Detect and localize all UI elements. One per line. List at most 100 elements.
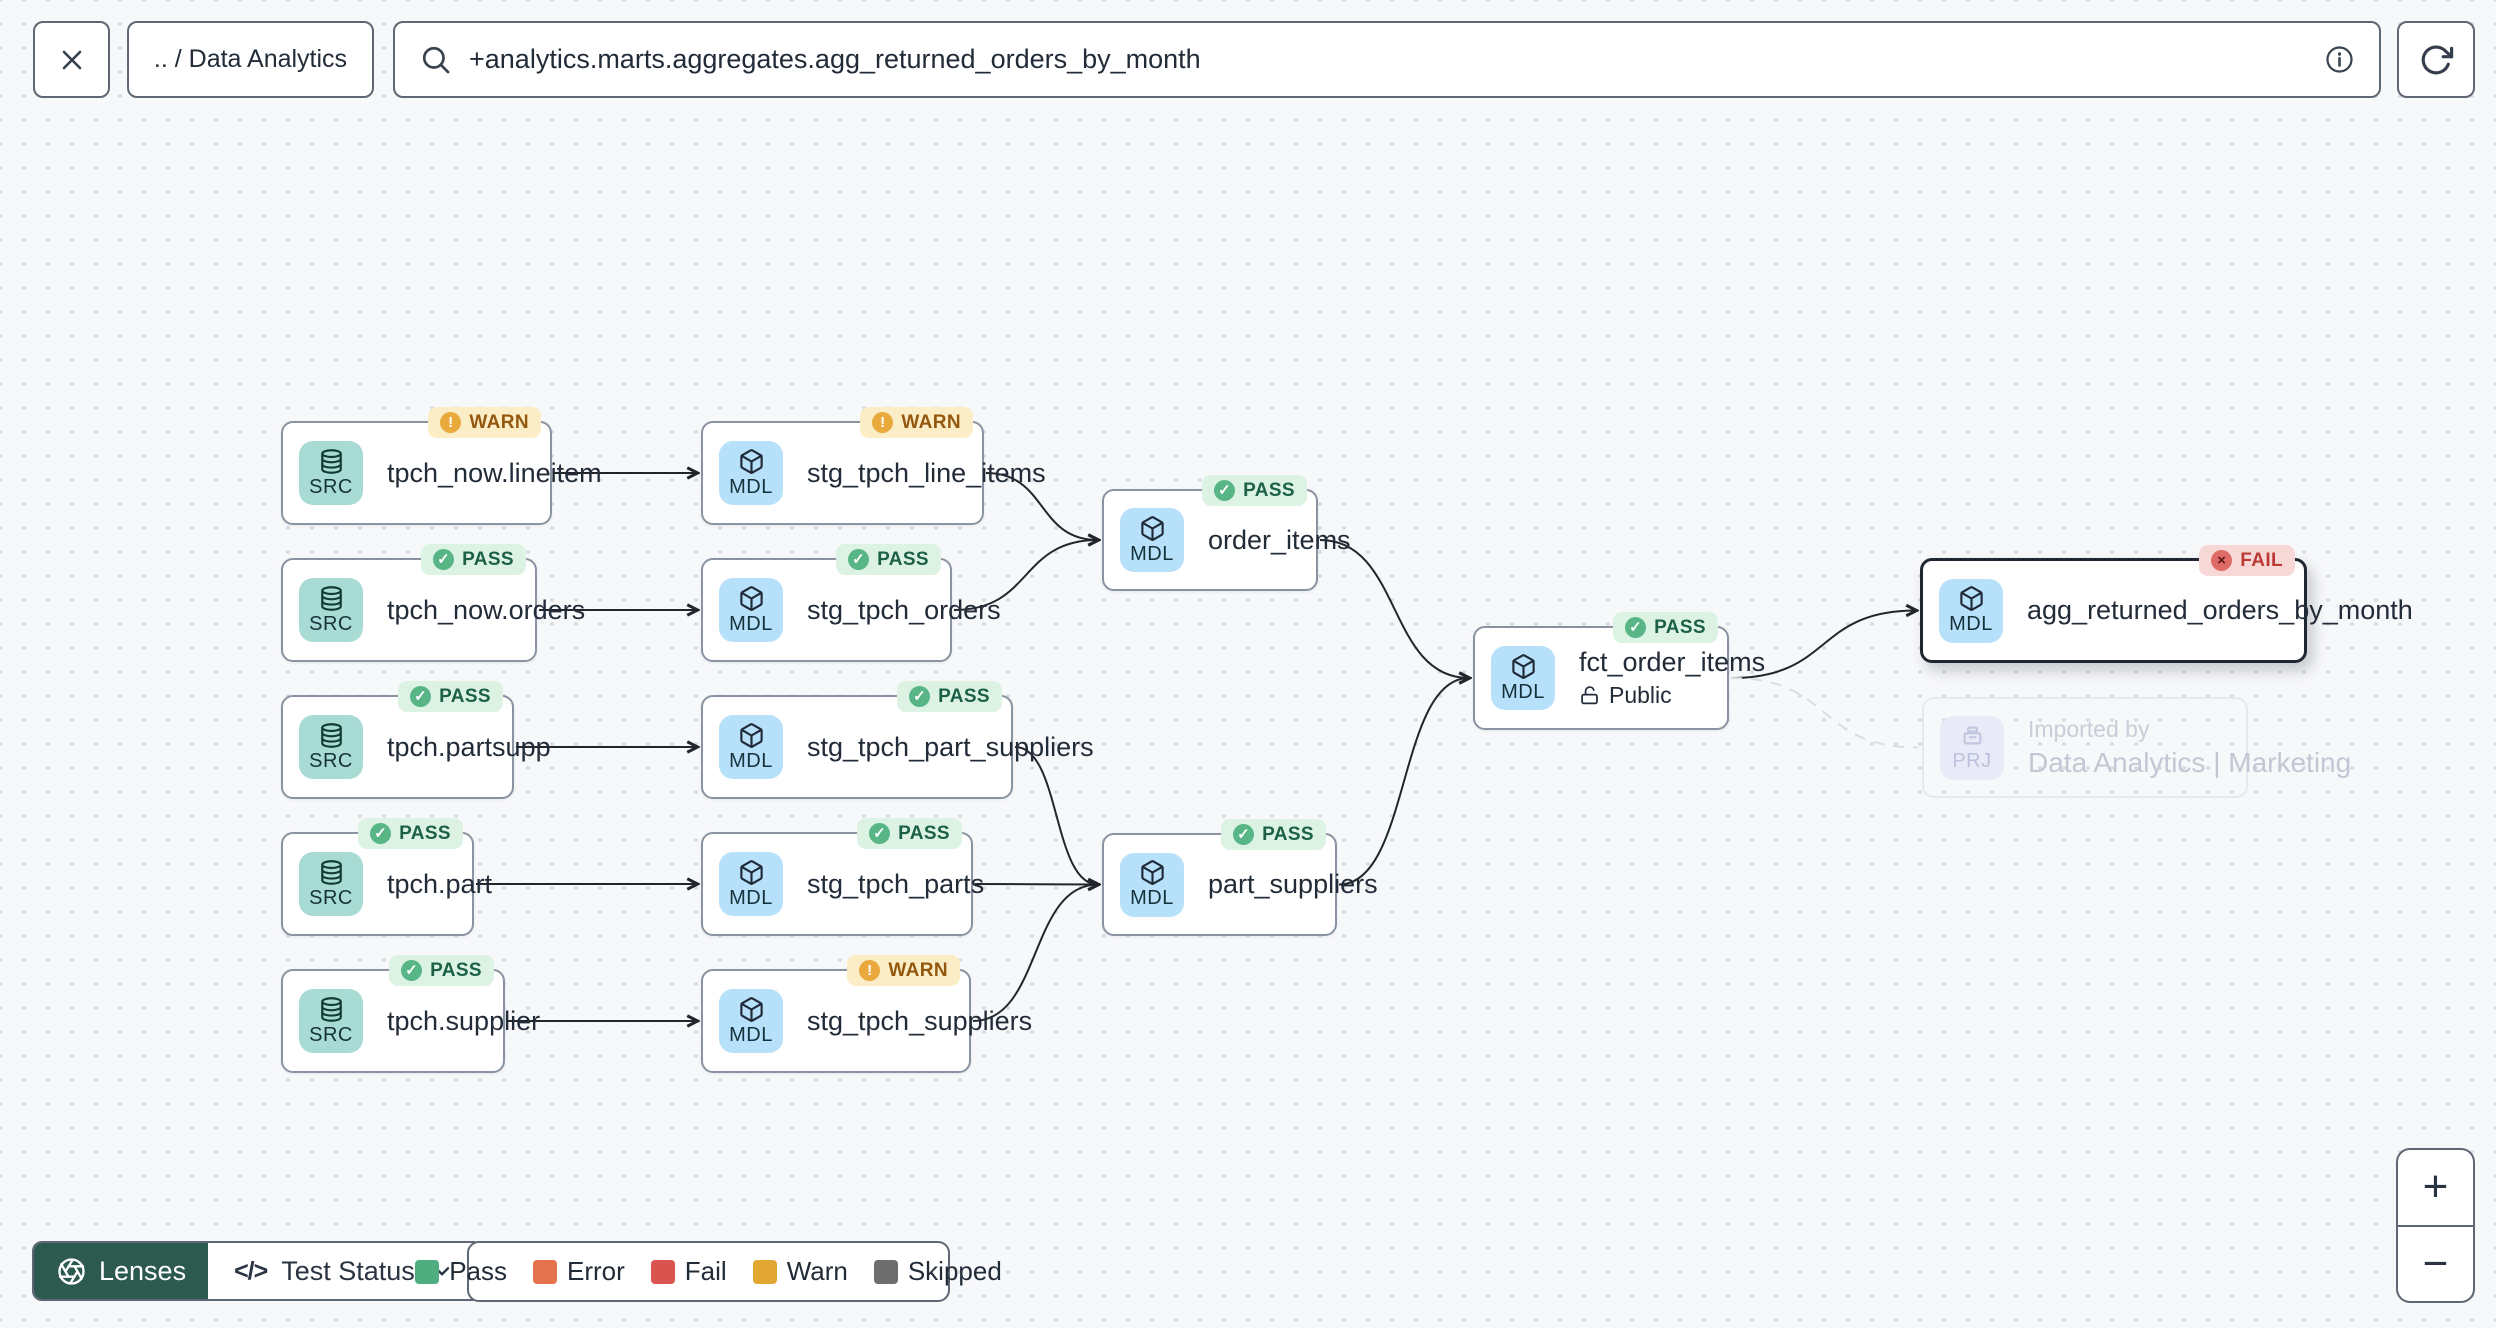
breadcrumb-label: .. / Data Analytics <box>153 45 348 73</box>
type-label: MDL <box>729 475 773 498</box>
legend-label: Pass <box>449 1256 507 1286</box>
status-dot-icon: ✓ <box>1233 824 1255 845</box>
aperture-icon <box>58 1257 85 1285</box>
node-labels: tpch.supplier <box>387 1006 540 1037</box>
status-badge-label: PASS <box>877 548 929 570</box>
node-labels: tpch_now.orders <box>387 595 585 626</box>
cube-icon <box>739 448 763 474</box>
status-badge-pass: ✓PASS <box>857 818 962 849</box>
node-src_supplier[interactable]: ✓ PASS SRC tpch.supplier <box>281 955 540 1073</box>
type-label: PRJ <box>1952 750 1992 772</box>
legend-item-pass: Pass <box>415 1256 507 1287</box>
status-badge-pass: ✓PASS <box>1613 612 1718 643</box>
type-label: SRC <box>309 1023 353 1046</box>
node-labels: stg_tpch_suppliers <box>807 1006 1032 1037</box>
database-icon <box>320 859 342 885</box>
src-type-icon: SRC <box>299 989 363 1053</box>
status-badge-label: PASS <box>1262 823 1314 845</box>
legend-color-chip <box>415 1259 440 1284</box>
status-dot-icon: ✓ <box>401 960 423 981</box>
status-dot-icon: ✓ <box>848 549 870 570</box>
node-label: part_suppliers <box>1208 869 1378 899</box>
status-dot-icon: ! <box>872 412 894 433</box>
node-src_partsupp[interactable]: ✓PASS SRC tpch.partsupp <box>281 681 551 799</box>
status-badge-pass: ✓PASS <box>1202 475 1307 506</box>
status-badge-pass: ✓ PASS <box>836 544 941 575</box>
node-label: stg_tpch_parts <box>807 868 985 899</box>
lens-control-group: Lenses </> Test Status <box>32 1241 483 1301</box>
legend-label: Warn <box>786 1256 848 1286</box>
type-label: MDL <box>729 886 773 909</box>
node-stg_parts[interactable]: ✓PASS MDL stg_tpch_parts <box>701 818 984 936</box>
legend-color-chip <box>650 1259 675 1284</box>
breadcrumb[interactable]: .. / Data Analytics <box>127 21 374 98</box>
edge-stg_part_suppliers-to-part_suppliers <box>1014 746 1098 885</box>
mdl-type-icon: MDL <box>1939 578 2003 643</box>
status-badge-label: PASS <box>430 959 482 981</box>
node-labels: stg_tpch_orders <box>807 595 1001 626</box>
status-badge-pass: ✓PASS <box>358 818 463 849</box>
lenses-label: Lenses <box>99 1255 187 1286</box>
node-access: Public <box>1579 682 1765 709</box>
status-dot-icon: ✓ <box>909 686 931 707</box>
mdl-type-icon: MDL <box>719 852 783 916</box>
type-label: MDL <box>1501 680 1545 703</box>
lenses-button[interactable]: Lenses <box>34 1243 209 1299</box>
type-label: SRC <box>309 749 353 772</box>
legend-item-skipped: Skipped <box>873 1256 1002 1287</box>
node-label: fct_order_items <box>1579 647 1766 677</box>
database-icon <box>320 722 342 748</box>
status-badge-label: PASS <box>898 822 950 844</box>
node-labels: order_items <box>1208 525 1351 556</box>
legend-item-fail: Fail <box>650 1256 727 1287</box>
status-badge-pass: ✓PASS <box>421 544 526 575</box>
status-dot-icon: ! <box>440 412 462 433</box>
edge-order_items-to-fct_order_items <box>1319 539 1469 678</box>
status-badge-pass: ✓PASS <box>398 681 503 712</box>
plus-icon: + <box>2422 1162 2449 1212</box>
node-src_part[interactable]: ✓PASS SRC tpch.part <box>281 818 492 936</box>
access-label: Public <box>1609 682 1672 708</box>
zoom-out-button[interactable]: − <box>2398 1224 2473 1302</box>
status-badge-label: PASS <box>462 548 514 570</box>
zoom-in-button[interactable]: + <box>2398 1150 2473 1225</box>
refresh-button[interactable] <box>2397 21 2475 98</box>
status-badge-label: PASS <box>399 822 451 844</box>
info-icon[interactable] <box>2324 44 2355 75</box>
type-label: MDL <box>1949 613 1993 635</box>
src-type-icon: SRC <box>299 715 363 779</box>
node-labels: stg_tpch_line_items <box>807 458 1046 489</box>
type-label: SRC <box>309 886 353 909</box>
node-labels: tpch.part <box>387 869 492 900</box>
node-label: tpch.supplier <box>387 1005 541 1036</box>
node-label: agg_returned_orders_by_month <box>2027 595 2413 625</box>
lens-selector-dropdown[interactable]: </> Test Status <box>208 1243 481 1299</box>
src-type-icon: SRC <box>299 441 363 505</box>
code-icon: </> <box>234 1256 268 1285</box>
node-label: stg_tpch_suppliers <box>807 1005 1033 1036</box>
search-bar[interactable] <box>393 21 2381 98</box>
node-label: tpch.part <box>387 868 493 899</box>
cube-icon <box>739 585 763 611</box>
cube-icon <box>739 996 763 1022</box>
search-input[interactable] <box>469 44 2308 75</box>
node-label: tpch.partsupp <box>387 731 551 762</box>
status-badge-label: PASS <box>1243 479 1295 501</box>
node-labels: agg_returned_orders_by_month <box>2027 595 2413 626</box>
prj-type-icon: PRJ <box>1940 715 2004 780</box>
status-badge-label: PASS <box>938 685 990 707</box>
close-button[interactable] <box>33 21 110 98</box>
